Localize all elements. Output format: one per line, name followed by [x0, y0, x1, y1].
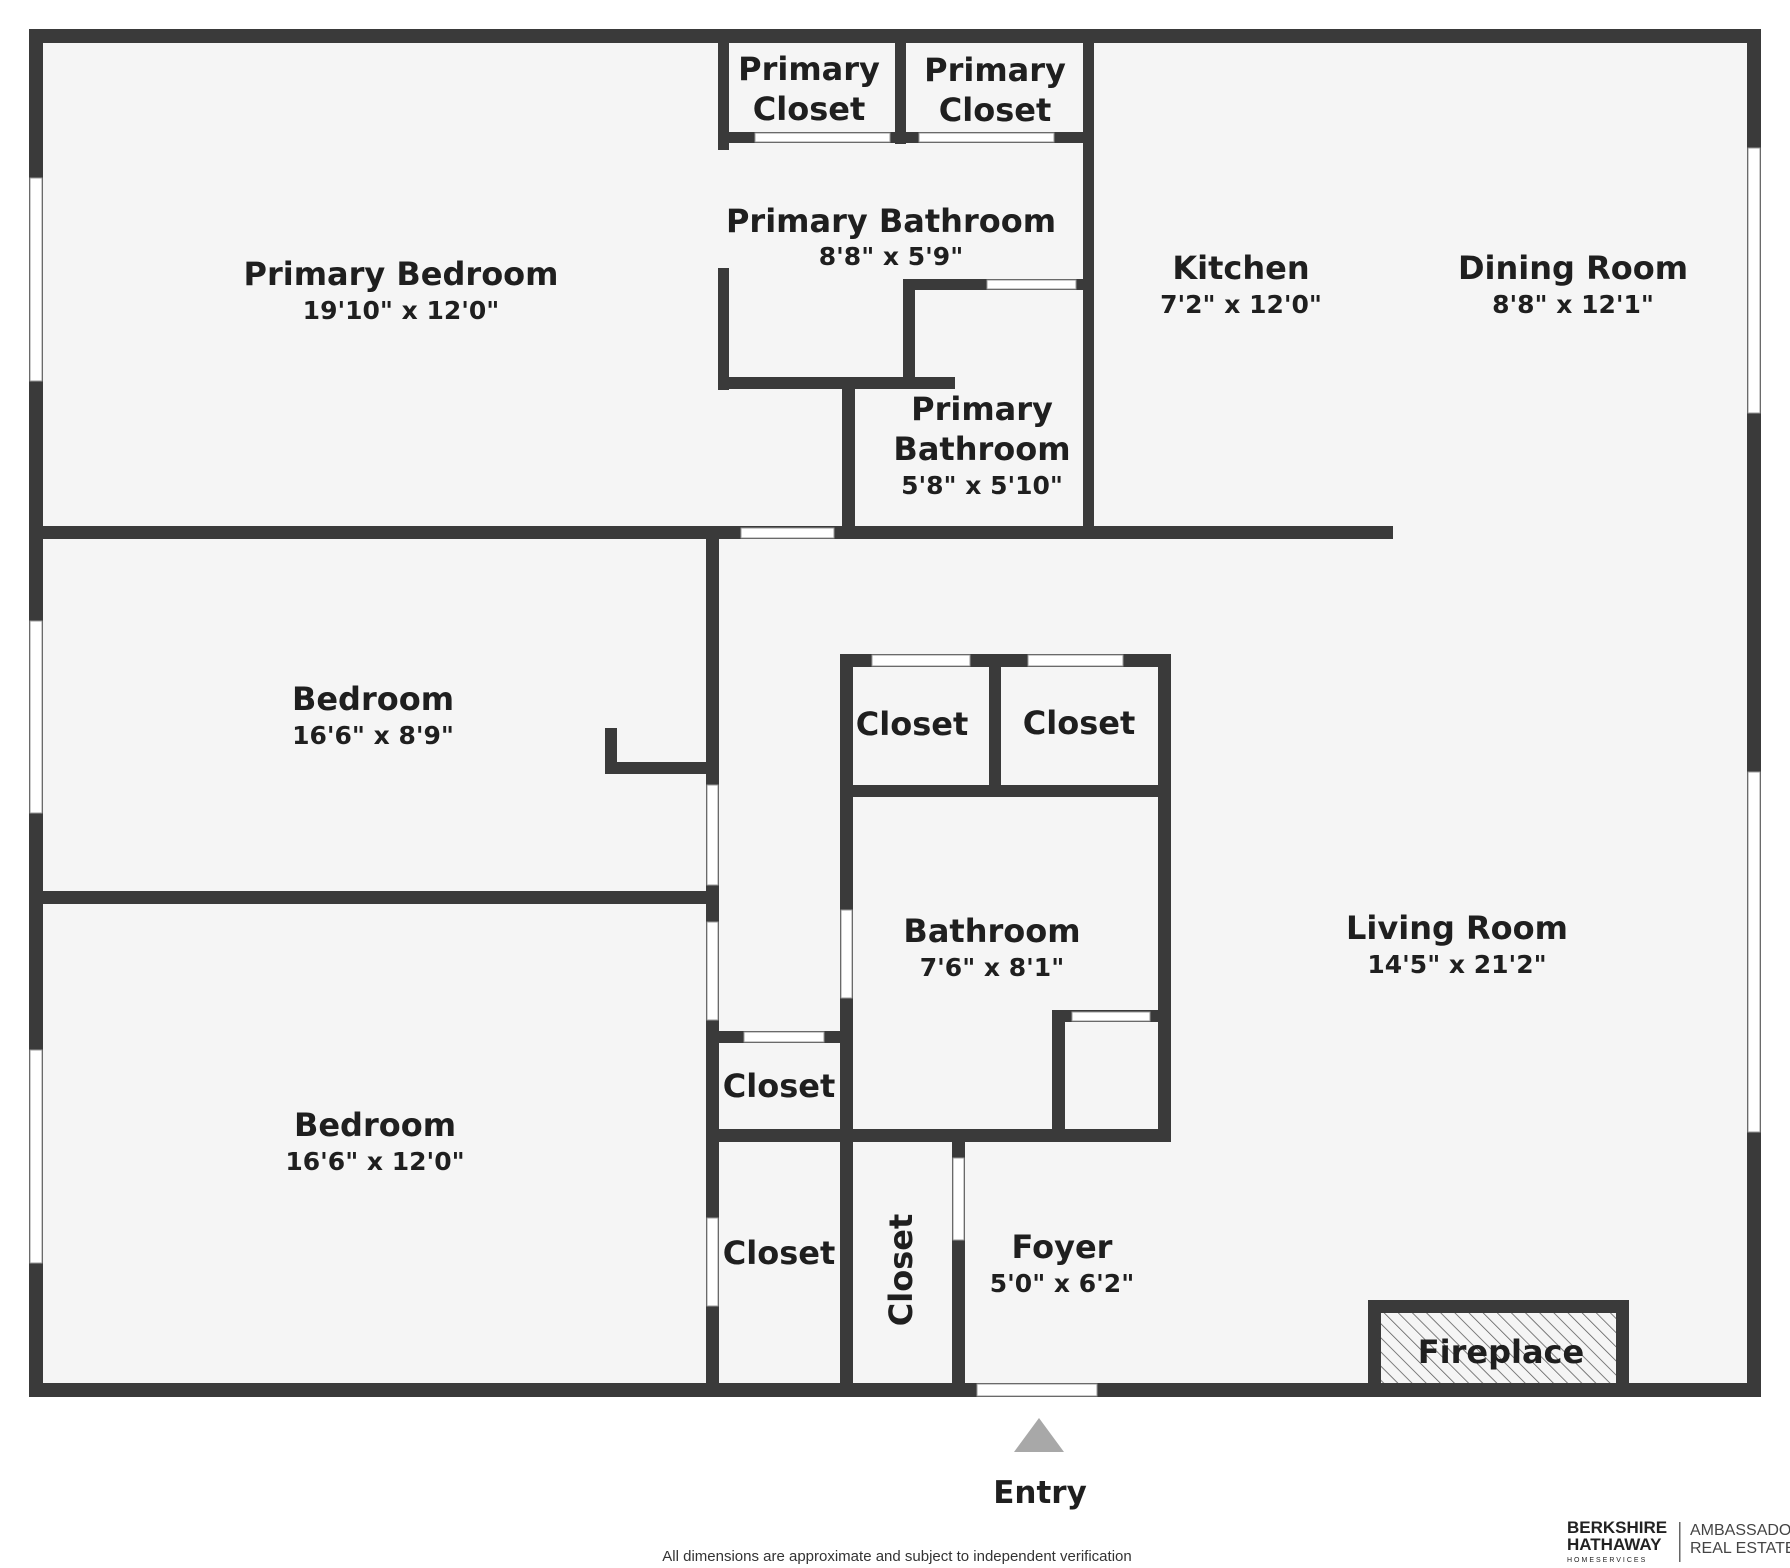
room-name: Closet: [1023, 704, 1135, 742]
room-dimensions: 7'6" x 8'1": [920, 953, 1064, 982]
logo-line5: REAL ESTATE: [1690, 1540, 1790, 1557]
room-closet-e: Closet: [882, 1214, 920, 1326]
room-dimensions: 7'2" x 12'0": [1160, 290, 1322, 319]
room-name: Primary Bathroom: [726, 202, 1056, 240]
room-primary-bedroom: Primary Bedroom 19'10" x 12'0": [243, 255, 558, 325]
room-living-room: Living Room 14'5" x 21'2": [1346, 909, 1568, 979]
room-name: Bedroom: [294, 1106, 456, 1144]
room-name-line2: Bathroom: [893, 430, 1070, 468]
room-primary-bathroom-1: Primary Bathroom 8'8" x 5'9": [726, 202, 1056, 271]
room-name-line1: Primary: [924, 51, 1066, 89]
room-name-line2: Closet: [753, 90, 865, 128]
room-name: Foyer: [1012, 1228, 1113, 1266]
room-primary-bathroom-2: Primary Bathroom 5'8" x 5'10": [893, 390, 1070, 500]
room-name: Closet: [723, 1067, 835, 1105]
room-kitchen: Kitchen 7'2" x 12'0": [1160, 249, 1322, 319]
room-name-line2: Closet: [939, 91, 1051, 129]
room-dining-room: Dining Room 8'8" x 12'1": [1458, 249, 1688, 319]
brokerage-logo: BERKSHIRE HATHAWAY HOMESERVICES AMBASSAD…: [1567, 1518, 1790, 1564]
room-closet-a: Closet: [856, 705, 968, 743]
room-closet-d: Closet: [723, 1234, 835, 1272]
room-name: Closet: [882, 1214, 920, 1326]
room-dimensions: 8'8" x 12'1": [1492, 290, 1654, 319]
walls: [29, 29, 1761, 1397]
room-name: Closet: [856, 705, 968, 743]
room-name: Bedroom: [292, 680, 454, 718]
room-name: Closet: [723, 1234, 835, 1272]
fireplace-hearth: [1381, 1313, 1616, 1383]
room-name: Kitchen: [1172, 249, 1309, 287]
logo-line1: BERKSHIRE: [1567, 1518, 1667, 1537]
room-bedroom-1: Bedroom 16'6" x 8'9": [292, 680, 454, 750]
room-name: Living Room: [1346, 909, 1568, 947]
room-name-line1: Primary: [738, 50, 880, 88]
room-foyer: Foyer 5'0" x 6'2": [990, 1228, 1134, 1298]
logo-line2: HATHAWAY: [1567, 1535, 1662, 1554]
room-bathroom: Bathroom 7'6" x 8'1": [903, 912, 1080, 982]
entry-arrow-icon: [1014, 1418, 1064, 1452]
room-closet-c: Closet: [723, 1067, 835, 1105]
room-fireplace: Fireplace: [1418, 1333, 1584, 1371]
room-dimensions: 5'0" x 6'2": [990, 1269, 1134, 1298]
room-dimensions: 5'8" x 5'10": [901, 471, 1063, 500]
room-dimensions: 14'5" x 21'2": [1367, 950, 1546, 979]
room-closet-b: Closet: [1023, 704, 1135, 742]
disclaimer: All dimensions are approximate and subje…: [662, 1548, 1131, 1565]
logo-divider: [1679, 1522, 1681, 1562]
room-name: Bathroom: [903, 912, 1080, 950]
windows: [29, 132, 1761, 1397]
room-bedroom-2: Bedroom 16'6" x 12'0": [285, 1106, 464, 1176]
entry-label: Entry: [993, 1475, 1087, 1511]
room-name-line1: Primary: [911, 390, 1053, 428]
logo-line3: HOMESERVICES: [1567, 1557, 1647, 1564]
room-name: Primary Bedroom: [243, 255, 558, 293]
floor-area: [36, 36, 1754, 1390]
room-primary-closet-1: Primary Closet: [738, 50, 880, 128]
room-dimensions: 16'6" x 12'0": [285, 1147, 464, 1176]
room-dimensions: 16'6" x 8'9": [292, 721, 454, 750]
room-name: Dining Room: [1458, 249, 1688, 287]
room-name: Fireplace: [1418, 1333, 1584, 1371]
room-primary-closet-2: Primary Closet: [924, 51, 1066, 129]
room-dimensions: 8'8" x 5'9": [819, 242, 963, 271]
room-dimensions: 19'10" x 12'0": [303, 296, 500, 325]
